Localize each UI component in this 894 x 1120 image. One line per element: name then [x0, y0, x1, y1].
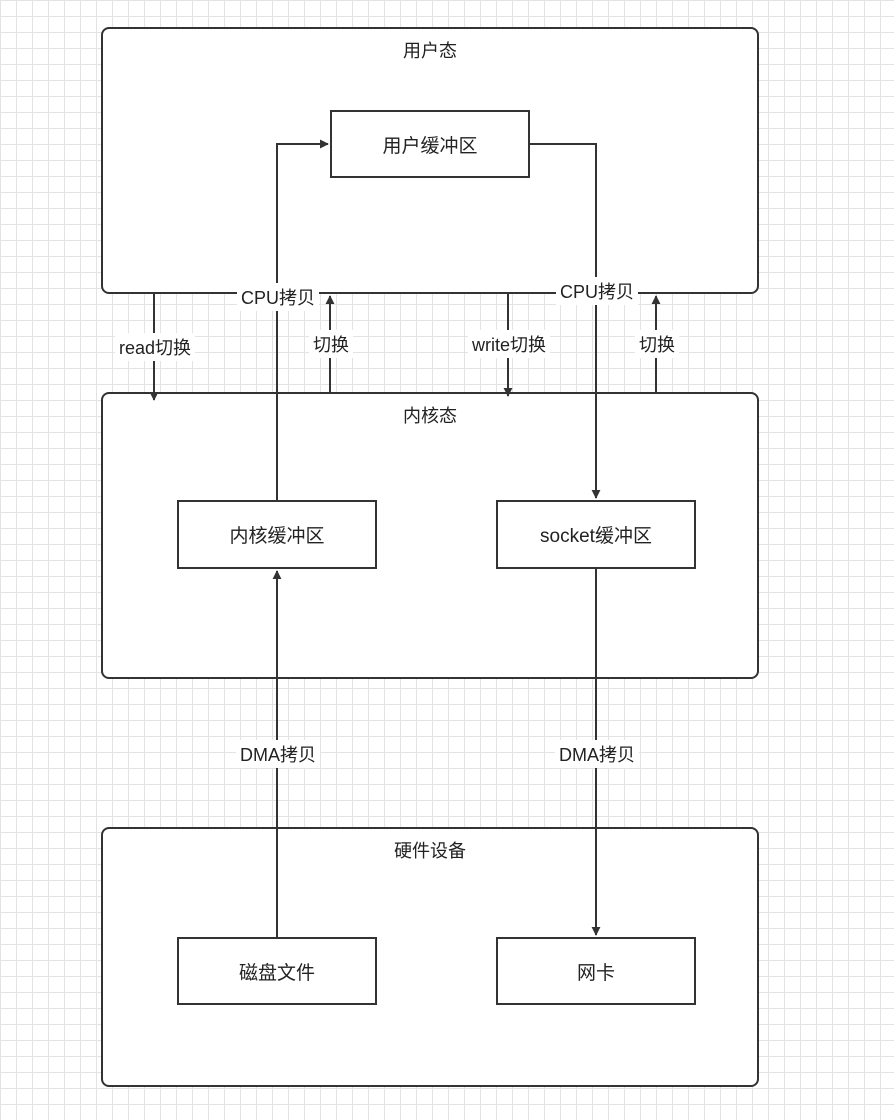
switch-label-1: 切换	[309, 330, 353, 358]
nic-node: 网卡	[496, 937, 696, 1005]
read-switch-label: read切换	[114, 333, 196, 361]
cpu-write-arrow	[530, 143, 601, 499]
kernel-buffer-node: 内核缓冲区	[177, 500, 377, 569]
cpu-copy-write-label: CPU拷贝	[555, 277, 639, 305]
dma-copy-write-label: DMA拷贝	[555, 740, 639, 768]
disk-file-node: 磁盘文件	[177, 937, 377, 1005]
cpu-read-arrow	[276, 139, 329, 500]
switch-label-2: 切换	[635, 330, 679, 358]
user-mode-title: 用户态	[403, 41, 457, 61]
hardware-title: 硬件设备	[394, 841, 466, 861]
write-switch-label: write切换	[467, 330, 551, 358]
user-buffer-node: 用户缓冲区	[330, 110, 530, 178]
cpu-copy-read-label: CPU拷贝	[236, 283, 320, 311]
socket-buffer-node: socket缓冲区	[496, 500, 696, 569]
dma-copy-read-label: DMA拷贝	[236, 740, 320, 768]
kernel-mode-title: 内核态	[403, 406, 457, 426]
